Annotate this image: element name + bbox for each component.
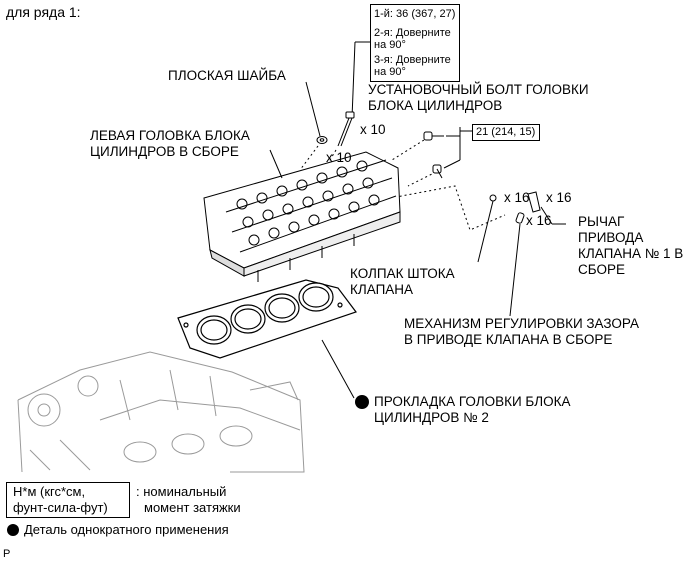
torque-step3-line2: на 90°: [374, 66, 406, 78]
valve-stem-cap-icon: [489, 194, 497, 202]
side-bolt-icon: [423, 131, 444, 179]
qty-washers: x 10: [326, 150, 352, 165]
torque-box-leader: [351, 41, 370, 119]
bolt-torque-value: 21 (214, 15): [476, 126, 536, 138]
bolt-torque-box: 21 (214, 15): [472, 124, 540, 141]
lash-adjuster-label-line2: В ПРИВОДЕ КЛАПАНА В СБОРЕ: [404, 332, 613, 347]
unit-desc-line1: : номинальный: [136, 484, 227, 499]
torque-spec-box: 1-й: 36 (367, 27) 2-я: Доверните на 90° …: [370, 4, 460, 82]
rocker-label-line4: СБОРЕ: [578, 262, 625, 277]
valve-stem-cap-leader: [477, 200, 494, 263]
non-reusable-legend: Деталь однократного применения: [24, 522, 229, 537]
qty-adjuster: x 16: [526, 213, 552, 228]
unit-line1: Н*м (кгс*см,: [13, 484, 86, 499]
rocker-label-line3: КЛАПАНА № 1 В: [578, 246, 684, 261]
stem-cap-label-line1: КОЛПАК ШТОКА: [350, 266, 455, 281]
rocker-label-line2: ПРИВОДА: [578, 230, 644, 245]
footer-code: P: [3, 548, 11, 560]
flat-washer-leader: [305, 81, 321, 137]
cylinder-head-assembly-icon: [203, 151, 401, 282]
engine-block-icon: [17, 351, 305, 473]
left-head-label-line1: ЛЕВАЯ ГОЛОВКА БЛОКА: [90, 128, 250, 143]
side-bolt-bracket: [443, 127, 472, 169]
lash-adjuster-label-line1: МЕХАНИЗМ РЕГУЛИРОВКИ ЗАЗОРА: [404, 316, 640, 331]
gasket-label-line2: ЦИЛИНДРОВ № 2: [374, 410, 489, 425]
torque-step1: 1-й: 36 (367, 27): [374, 8, 456, 20]
unit-line2: фунт-сила-фут): [13, 500, 108, 515]
left-head-leader: [269, 149, 283, 179]
lash-adjuster-icon: [515, 212, 525, 224]
non-reusable-dot-icon: [355, 395, 369, 409]
flat-washer-icon: [316, 136, 328, 144]
lash-adjuster-leader: [509, 223, 521, 317]
rocker-label-line1: РЫЧАГ: [578, 214, 625, 229]
torque-step2-line2: на 90°: [374, 39, 406, 51]
head-gasket-icon: [177, 279, 357, 359]
unit-desc-line2: момент затяжки: [144, 500, 241, 515]
torque-unit-legend-box: Н*м (кгс*см, фунт-сила-фут): [6, 482, 130, 518]
qty-bolts: x 10: [360, 122, 386, 137]
flat-washer-label: ПЛОСКАЯ ШАЙБА: [168, 68, 286, 83]
stem-cap-label-line2: КЛАПАНА: [350, 282, 414, 297]
row-title: для ряда 1:: [6, 4, 81, 20]
legend-dot-icon: [7, 524, 19, 536]
torque-step2-line1: 2-я: Доверните: [374, 27, 451, 39]
head-bolt-label-line2: БЛОКА ЦИЛИНДРОВ: [368, 98, 503, 113]
left-head-label-line2: ЦИЛИНДРОВ В СБОРЕ: [90, 144, 239, 159]
gasket-leader: [321, 339, 355, 399]
rocker-arm-icon: [527, 191, 541, 213]
head-bolt-icon: [337, 111, 355, 147]
head-bolt-label-line1: УСТАНОВОЧНЫЙ БОЛТ ГОЛОВКИ: [368, 82, 589, 97]
gasket-label-line1: ПРОКЛАДКА ГОЛОВКИ БЛОКА: [374, 394, 571, 409]
torque-step3-line1: 3-я: Доверните: [374, 54, 451, 66]
rocker-arm-leader: [540, 206, 553, 225]
qty-rocker: x 16: [546, 190, 572, 205]
qty-caps: x 16: [504, 190, 530, 205]
